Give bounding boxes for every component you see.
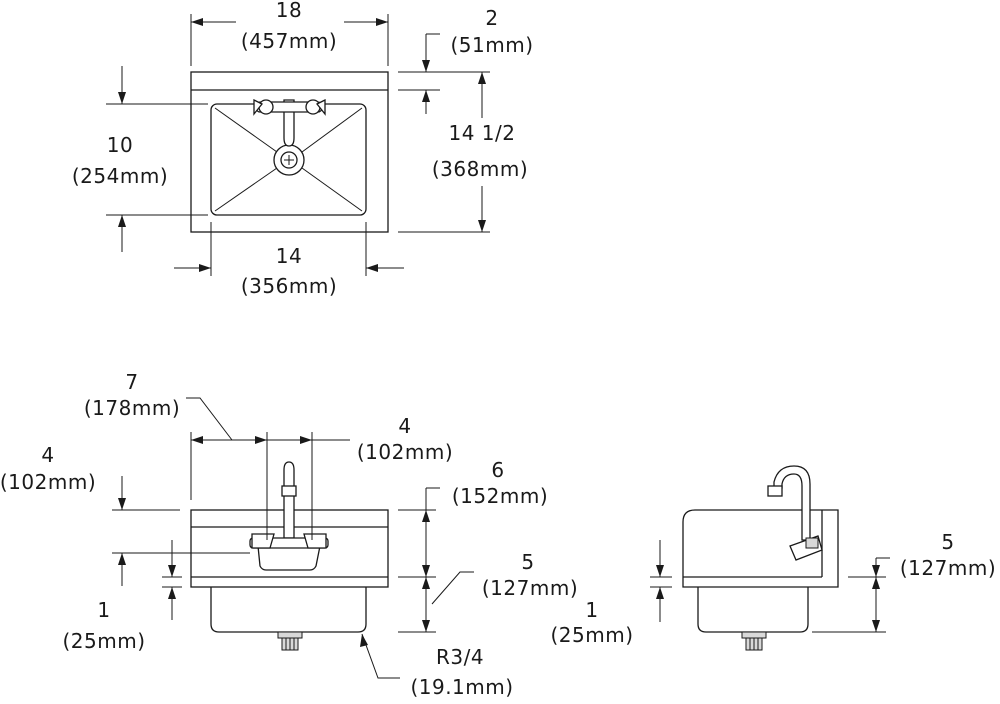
handle-right-front — [303, 533, 327, 549]
faucet-nozzle — [281, 485, 297, 497]
leader-line — [361, 633, 400, 679]
valve-left — [258, 99, 274, 115]
dim-bowl-depth-mm: (254mm) — [72, 164, 168, 188]
spout-nozzle — [767, 485, 783, 497]
arrowhead — [255, 436, 267, 444]
dim-faucet-offset-in: 7 — [125, 370, 138, 394]
top-view: 18 (457mm) 2 (51mm) 14 1/2 (368mm) 10 (2… — [72, 0, 533, 298]
side-view: 1 (25mm) 5 (127mm) — [550, 465, 996, 651]
arrowhead — [199, 264, 211, 272]
gooseneck-spout — [773, 465, 811, 541]
dim-faucet-spread-in: 4 — [398, 414, 411, 438]
arrowhead — [478, 220, 486, 232]
dim-rim-side-mm: (25mm) — [550, 623, 633, 647]
arrowhead — [422, 90, 430, 102]
bowl-diagonal — [214, 167, 278, 212]
sink-outline-top — [190, 71, 389, 233]
handle-left-front — [251, 533, 275, 549]
leader-line — [431, 571, 474, 605]
arrowhead — [118, 92, 126, 104]
dim-bowl-height-side-in: 5 — [941, 530, 954, 554]
dim-backsplash-mm: (51mm) — [450, 33, 533, 57]
handle-right — [315, 98, 326, 116]
arrowhead — [656, 587, 664, 599]
arrowhead — [422, 620, 430, 632]
dim-depth-mm: (368mm) — [432, 157, 528, 181]
dim-faucet-offset-mm: (178mm) — [84, 396, 180, 420]
drain-fitting — [277, 631, 303, 639]
dim-faucet-height-mm: (102mm) — [0, 470, 96, 494]
drain-fitting-side — [741, 631, 767, 639]
faucet-body-front — [257, 545, 321, 571]
dim-rim-mm: (25mm) — [62, 629, 145, 653]
arrowhead — [422, 577, 430, 589]
arrowhead — [656, 565, 664, 577]
bowl-diagonal — [301, 107, 363, 153]
dim-splash-height-mm: (152mm) — [452, 484, 548, 508]
arrowhead — [872, 565, 880, 577]
dim-bowl-depth-in: 10 — [107, 133, 133, 157]
dim-bowl-width-mm: (356mm) — [241, 274, 337, 298]
arrowhead — [422, 60, 430, 72]
arrowhead — [300, 436, 312, 444]
dim-splash-height-in: 6 — [491, 458, 504, 482]
dim-bowl-height-mm: (127mm) — [482, 576, 578, 600]
dim-drain-in: R3/4 — [436, 645, 484, 669]
arrowhead — [376, 18, 388, 26]
arrowhead — [168, 565, 176, 577]
bowl-diagonal — [214, 107, 278, 153]
arrowhead — [191, 436, 203, 444]
arrowhead — [118, 553, 126, 565]
dim-width-mm: (457mm) — [241, 29, 337, 53]
dim-backsplash-in: 2 — [485, 6, 498, 30]
dim-depth-in: 14 1/2 — [449, 121, 516, 145]
arrowhead — [191, 18, 203, 26]
dim-faucet-spread-mm: (102mm) — [357, 440, 453, 464]
arrowhead — [872, 620, 880, 632]
arrowhead — [118, 498, 126, 510]
front-bowl — [210, 587, 367, 633]
drain-inner — [280, 151, 298, 169]
dim-drain-mm: (19.1mm) — [410, 675, 513, 699]
arrowhead — [478, 72, 486, 84]
handle-left — [253, 98, 264, 116]
dim-width-in: 18 — [276, 0, 302, 22]
valve-right — [305, 99, 321, 115]
arrowhead — [168, 587, 176, 599]
front-view: 7 (178mm) 4 (102mm) 4 (102mm) 1 (25mm) — [0, 370, 578, 699]
side-valve — [805, 537, 819, 549]
side-bowl — [697, 587, 809, 633]
arrowhead — [360, 634, 368, 647]
dim-faucet-height-in: 4 — [41, 443, 54, 467]
dim-rim-side-in: 1 — [585, 598, 598, 622]
dim-bowl-width-in: 14 — [276, 244, 302, 268]
arrowhead — [366, 264, 378, 272]
dim-bowl-height-in: 5 — [521, 550, 534, 574]
arrowhead — [422, 565, 430, 577]
side-body — [682, 509, 839, 588]
arrowhead — [872, 577, 880, 589]
dim-bowl-height-side-mm: (127mm) — [900, 556, 996, 580]
faucet-spout-front — [283, 461, 295, 539]
arrowhead — [422, 510, 430, 522]
leader-line — [186, 397, 233, 441]
dim-rim-in: 1 — [97, 598, 110, 622]
bowl-diagonal — [301, 167, 363, 212]
arrowhead — [118, 215, 126, 227]
